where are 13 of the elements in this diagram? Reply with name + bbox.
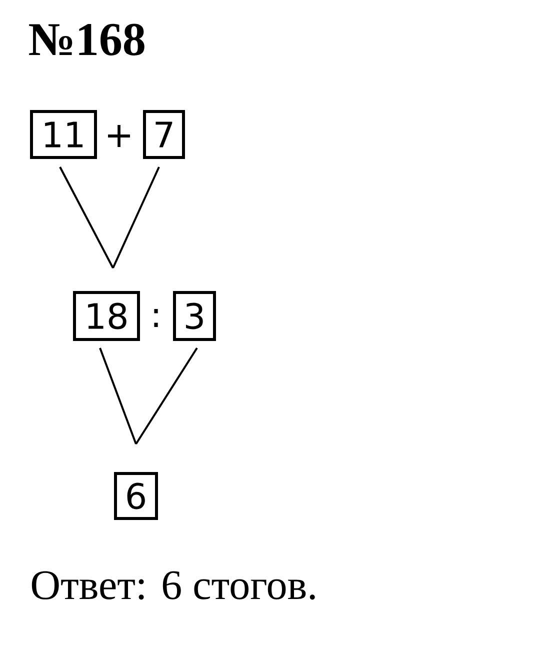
number-box: 3	[173, 291, 216, 341]
number-box: 6	[114, 472, 158, 520]
answer-text: Ответ: 6 стогов.	[32, 571, 315, 600]
connector-line	[99, 348, 137, 444]
division-sign: :	[154, 308, 158, 328]
connector-line	[59, 166, 114, 268]
number-box: 11	[30, 110, 97, 159]
number-box: 7	[143, 110, 185, 159]
plus-sign: +	[108, 125, 130, 147]
number-box: 18	[73, 291, 140, 341]
title: №168	[29, 24, 144, 56]
connector-line	[112, 166, 160, 268]
connector-line	[135, 347, 198, 445]
